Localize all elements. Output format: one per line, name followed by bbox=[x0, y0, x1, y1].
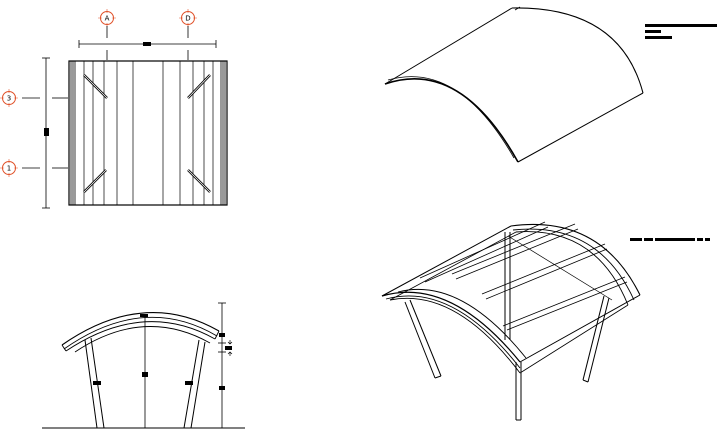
plan-roof bbox=[68, 60, 228, 206]
grid-bubble-d: D bbox=[179, 9, 197, 27]
structure-isometric-view bbox=[381, 221, 710, 421]
plan-dimension-depth bbox=[42, 57, 50, 209]
grid-bubble-3: 3 bbox=[0, 89, 18, 107]
grid-bubble-a: A bbox=[98, 9, 116, 27]
grid-label-1: 1 bbox=[7, 165, 11, 173]
grid-bubble-1: 1 bbox=[0, 159, 18, 177]
elevation-side-dimension bbox=[218, 302, 233, 428]
structure-columns bbox=[404, 232, 610, 421]
grid-label-3: 3 bbox=[7, 95, 11, 103]
elevation-height-dimension bbox=[140, 314, 148, 428]
roof-view-title bbox=[645, 24, 717, 39]
plan-dimension-width bbox=[78, 40, 217, 48]
elevation-left-column bbox=[84, 337, 105, 429]
elevation-right-column bbox=[183, 339, 206, 429]
roof-isometric-view bbox=[384, 6, 717, 163]
elevation-view bbox=[42, 302, 245, 429]
grid-label-d: D bbox=[185, 15, 190, 23]
grid-label-a: A bbox=[105, 15, 110, 23]
structure-view-title bbox=[630, 237, 710, 242]
plan-view: A D 3 1 bbox=[0, 9, 228, 209]
